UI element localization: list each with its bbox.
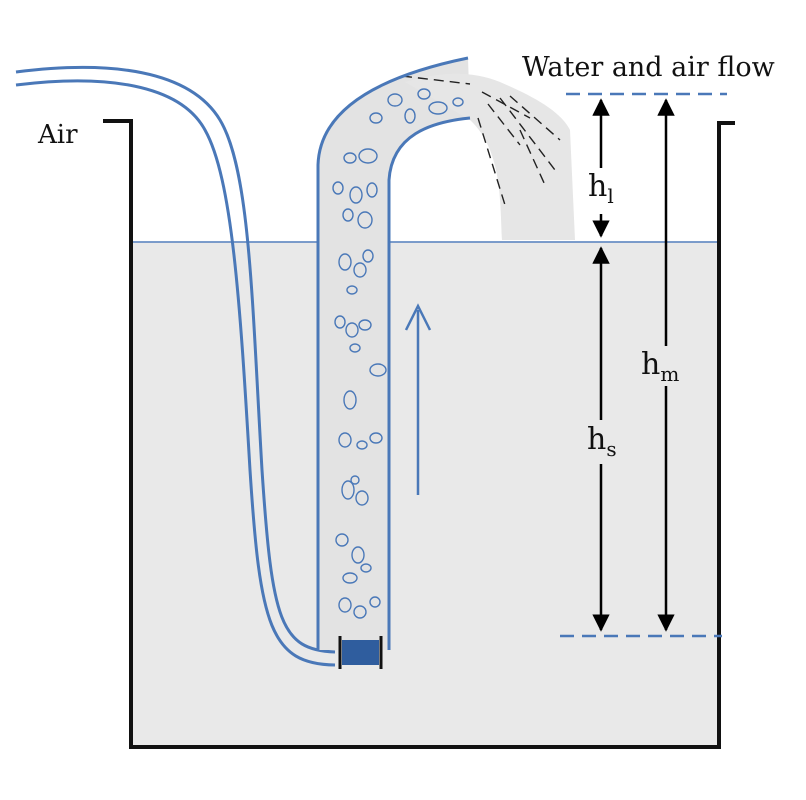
hs-label-bg <box>582 420 622 464</box>
hs-label-base: h <box>587 422 607 457</box>
air-hose-inner <box>15 79 336 667</box>
hl-label-bg <box>584 168 618 214</box>
spray-lines <box>401 75 561 206</box>
riser-pipe-right-wall <box>387 116 471 650</box>
tank-outline <box>103 119 735 749</box>
water-and-air-flow-label: Water and air flow <box>522 52 775 83</box>
air-hose-outer <box>15 65 336 654</box>
hs-label: hs <box>587 422 617 461</box>
hl-label-sub: l <box>607 184 614 208</box>
air-label: Air <box>38 120 78 150</box>
discharge-spray <box>405 73 575 240</box>
riser-pipe-fill <box>318 58 470 650</box>
water-body <box>133 242 718 747</box>
riser-pipe-left-wall <box>316 56 469 650</box>
hm-label-bg <box>638 346 694 386</box>
hm-label-base: h <box>641 347 661 382</box>
hl-label: hl <box>588 169 614 208</box>
hs-label-sub: s <box>606 437 617 461</box>
air-injector <box>342 640 379 665</box>
hm-label-sub: m <box>660 362 680 386</box>
flow-direction-arrow-head <box>404 303 432 331</box>
air-bubbles <box>332 88 464 619</box>
hm-label: hm <box>641 347 680 386</box>
hl-label-base: h <box>588 169 608 204</box>
